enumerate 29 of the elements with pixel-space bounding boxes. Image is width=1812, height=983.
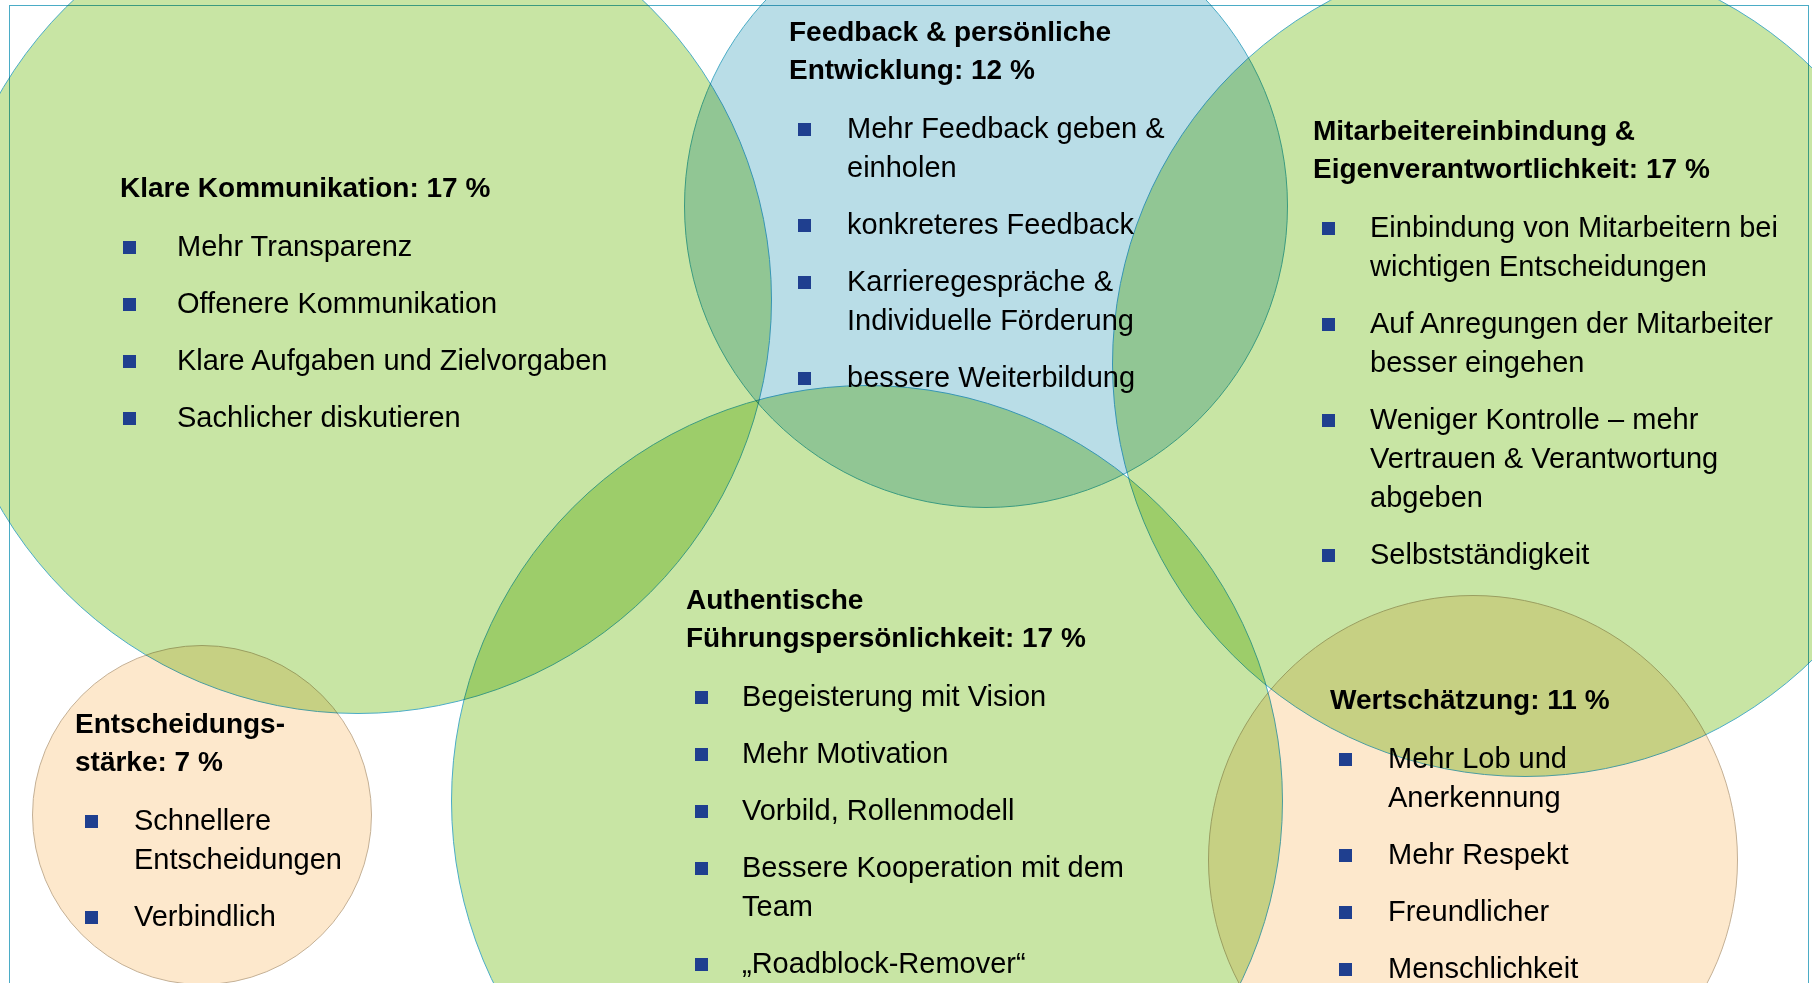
list-item-text: Begeisterung mit Vision: [742, 679, 1048, 714]
list-item-text: Bessere Kooperation mit dem Team: [742, 850, 1126, 924]
list-item-text: Mehr Feedback geben & einholen: [847, 111, 1166, 185]
list-item-text: Mehr Respekt: [1388, 837, 1570, 872]
list-item-text: Weniger Kontrolle – mehr Vertrauen & Verantwortung abgeben: [1370, 402, 1720, 515]
topic-heading: Wertschätzung: 11 %: [1330, 683, 1611, 717]
list-item-text: Mehr Lob und Anerkennung: [1388, 741, 1568, 815]
list-item-text: Menschlichkeit: [1388, 951, 1580, 983]
list-item-text: Schnellere Entscheidungen: [134, 803, 343, 877]
topic-heading: Mitarbeitereinbindung & Eigenverantwortlichkeit: 17 %: [1313, 114, 1711, 186]
topic-heading: Authentische Führungspersönlichkeit: 17 %: [686, 583, 1087, 655]
list-item-text: Mehr Transparenz: [177, 229, 414, 264]
list-item-text: Verbindlich: [134, 899, 277, 934]
list-item-text: Offenere Kommunikation: [177, 286, 499, 321]
list-item-text: Auf Anregungen der Mitarbeiter besser eingehen: [1370, 306, 1775, 380]
topic-heading: Entscheidungs- stärke: 7 %: [75, 707, 286, 779]
list-item-text: Vorbild, Rollenmodell: [742, 793, 1016, 828]
list-item-text: Mehr Motivation: [742, 736, 950, 771]
list-item-text: Selbstständigkeit: [1370, 537, 1591, 572]
list-item-text: bessere Weiterbildung: [847, 360, 1137, 395]
list-item-text: Einbindung von Mitarbeitern bei wichtigen Entscheidungen: [1370, 210, 1779, 284]
list-item-text: Karrieregespräche & Individuelle Förderung: [847, 264, 1135, 338]
list-item-text: „Roadblock-Remover“: [742, 946, 1027, 981]
topic-heading: Klare Kommunikation: 17 %: [120, 171, 492, 205]
list-item-text: Freundlicher: [1388, 894, 1551, 929]
list-item-text: Klare Aufgaben und Zielvorgaben: [177, 343, 609, 378]
topic-heading: Feedback & persönliche Entwicklung: 12 %: [789, 15, 1113, 87]
list-item-text: konkreteres Feedback: [847, 207, 1135, 242]
list-item-text: Sachlicher diskutieren: [177, 400, 462, 435]
